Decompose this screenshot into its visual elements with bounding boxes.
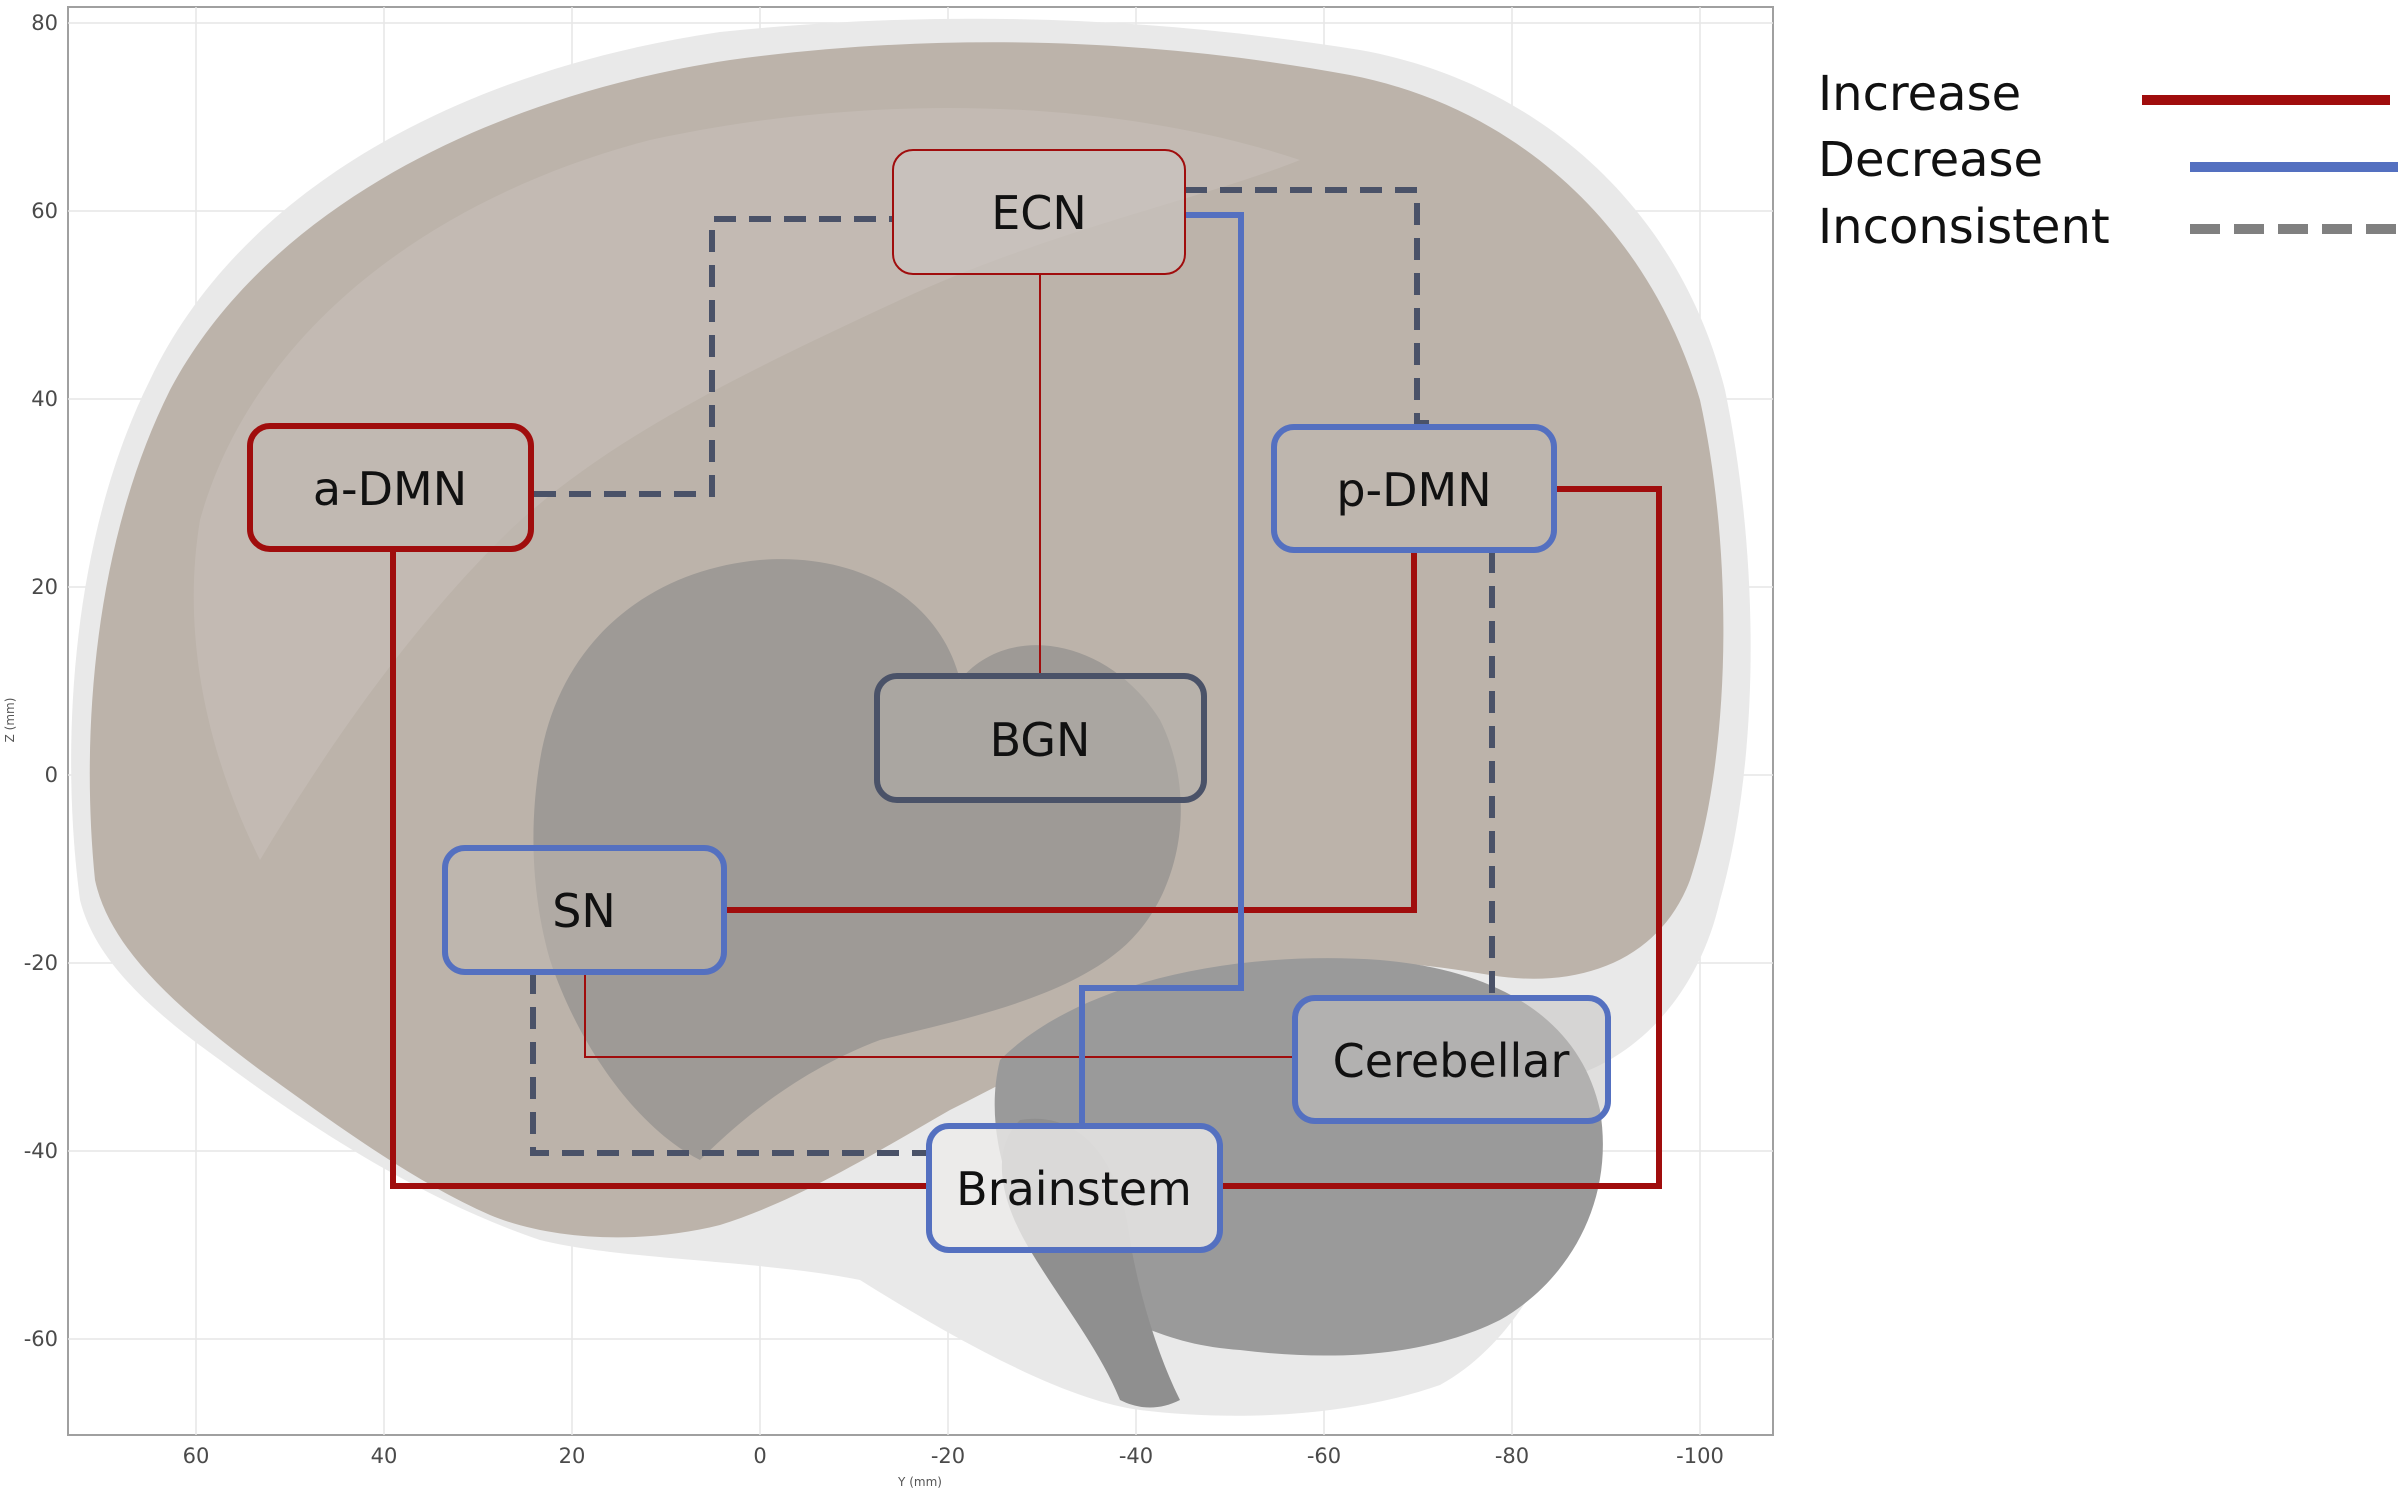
x-tick: -40 — [1119, 1444, 1153, 1468]
y-tick: 60 — [31, 199, 58, 223]
node-brainstem-label: Brainstem — [956, 1162, 1192, 1216]
legend-increase-label: Increase — [1818, 66, 2021, 122]
x-tick: 0 — [753, 1444, 766, 1468]
y-tick: 80 — [31, 11, 58, 35]
y-tick: -40 — [24, 1139, 58, 1163]
x-ticks: 60 40 20 0 -20 -40 -60 -80 -100 — [183, 1444, 1724, 1468]
node-bgn: BGN — [877, 676, 1204, 800]
node-cerebellar-label: Cerebellar — [1333, 1034, 1570, 1088]
x-tick: -20 — [931, 1444, 965, 1468]
legend: Increase Decrease Inconsistent — [1818, 66, 2398, 255]
node-a-dmn-label: a-DMN — [313, 462, 467, 516]
node-brainstem: Brainstem — [929, 1126, 1220, 1250]
node-ecn-label: ECN — [991, 186, 1087, 240]
x-tick: -100 — [1676, 1444, 1724, 1468]
x-tick: 60 — [183, 1444, 210, 1468]
y-ticks: 80 60 40 20 0 -20 -40 -60 — [24, 11, 58, 1351]
node-sn-label: SN — [552, 884, 616, 938]
node-p-dmn-label: p-DMN — [1336, 463, 1491, 517]
legend-decrease-label: Decrease — [1818, 132, 2043, 188]
y-tick: -60 — [24, 1327, 58, 1351]
x-tick: 20 — [559, 1444, 586, 1468]
node-cerebellar: Cerebellar — [1295, 998, 1608, 1121]
y-tick: -20 — [24, 951, 58, 975]
y-tick: 20 — [31, 575, 58, 599]
y-axis-label: Z (mm) — [3, 698, 17, 743]
node-sn: SN — [445, 848, 724, 972]
node-a-dmn: a-DMN — [250, 426, 531, 549]
node-bgn-label: BGN — [990, 713, 1091, 767]
y-tick: 40 — [31, 387, 58, 411]
y-tick: 0 — [45, 763, 58, 787]
node-ecn: ECN — [893, 150, 1185, 274]
legend-inconsistent-label: Inconsistent — [1818, 199, 2110, 255]
x-tick: -60 — [1307, 1444, 1341, 1468]
node-p-dmn: p-DMN — [1274, 427, 1554, 550]
x-tick: -80 — [1495, 1444, 1529, 1468]
x-tick: 40 — [371, 1444, 398, 1468]
x-axis-label: Y (mm) — [897, 1475, 942, 1489]
